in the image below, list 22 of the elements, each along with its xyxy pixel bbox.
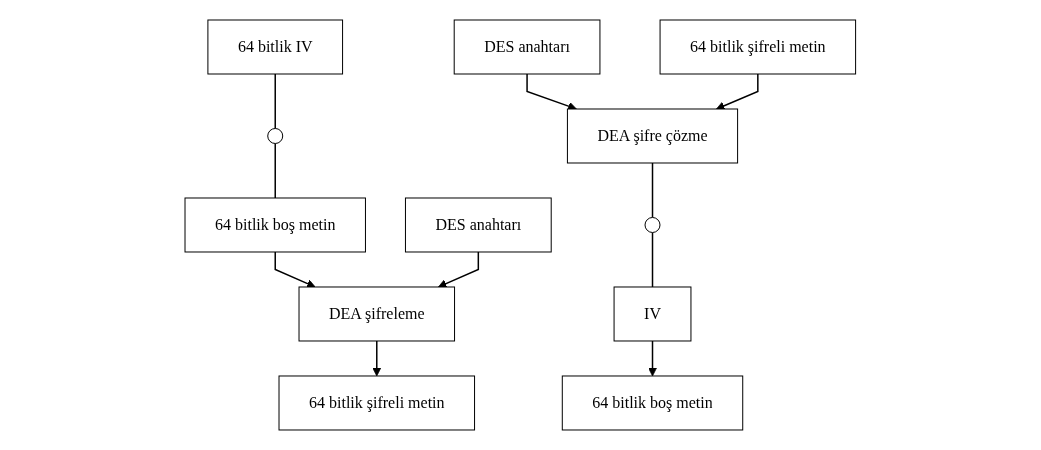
arrow xyxy=(648,340,658,377)
connector xyxy=(651,162,654,219)
node-box: DES anahtarı xyxy=(453,19,601,75)
node-box: 64 bitlik boş metin xyxy=(184,197,367,253)
arrow xyxy=(438,251,480,288)
node-box: IV xyxy=(613,286,692,342)
node-box: DEA şifreleme xyxy=(298,286,456,342)
connector xyxy=(274,142,277,199)
arrow xyxy=(372,340,382,377)
node-box: 64 bitlik şifreli metin xyxy=(278,375,476,431)
node-circle xyxy=(644,217,661,233)
node-box: DEA şifre çözme xyxy=(567,108,739,164)
arrow xyxy=(716,73,759,110)
arrow xyxy=(274,251,316,288)
node-box: 64 bitlik şifreli metin xyxy=(659,19,857,75)
node-circle xyxy=(267,128,284,144)
node-box: DES anahtarı xyxy=(405,197,552,253)
connector xyxy=(651,231,654,288)
node-box: 64 bitlik boş metin xyxy=(561,375,744,431)
node-box: 64 bitlik IV xyxy=(207,19,344,75)
connector xyxy=(274,73,277,130)
arrow xyxy=(526,73,577,111)
